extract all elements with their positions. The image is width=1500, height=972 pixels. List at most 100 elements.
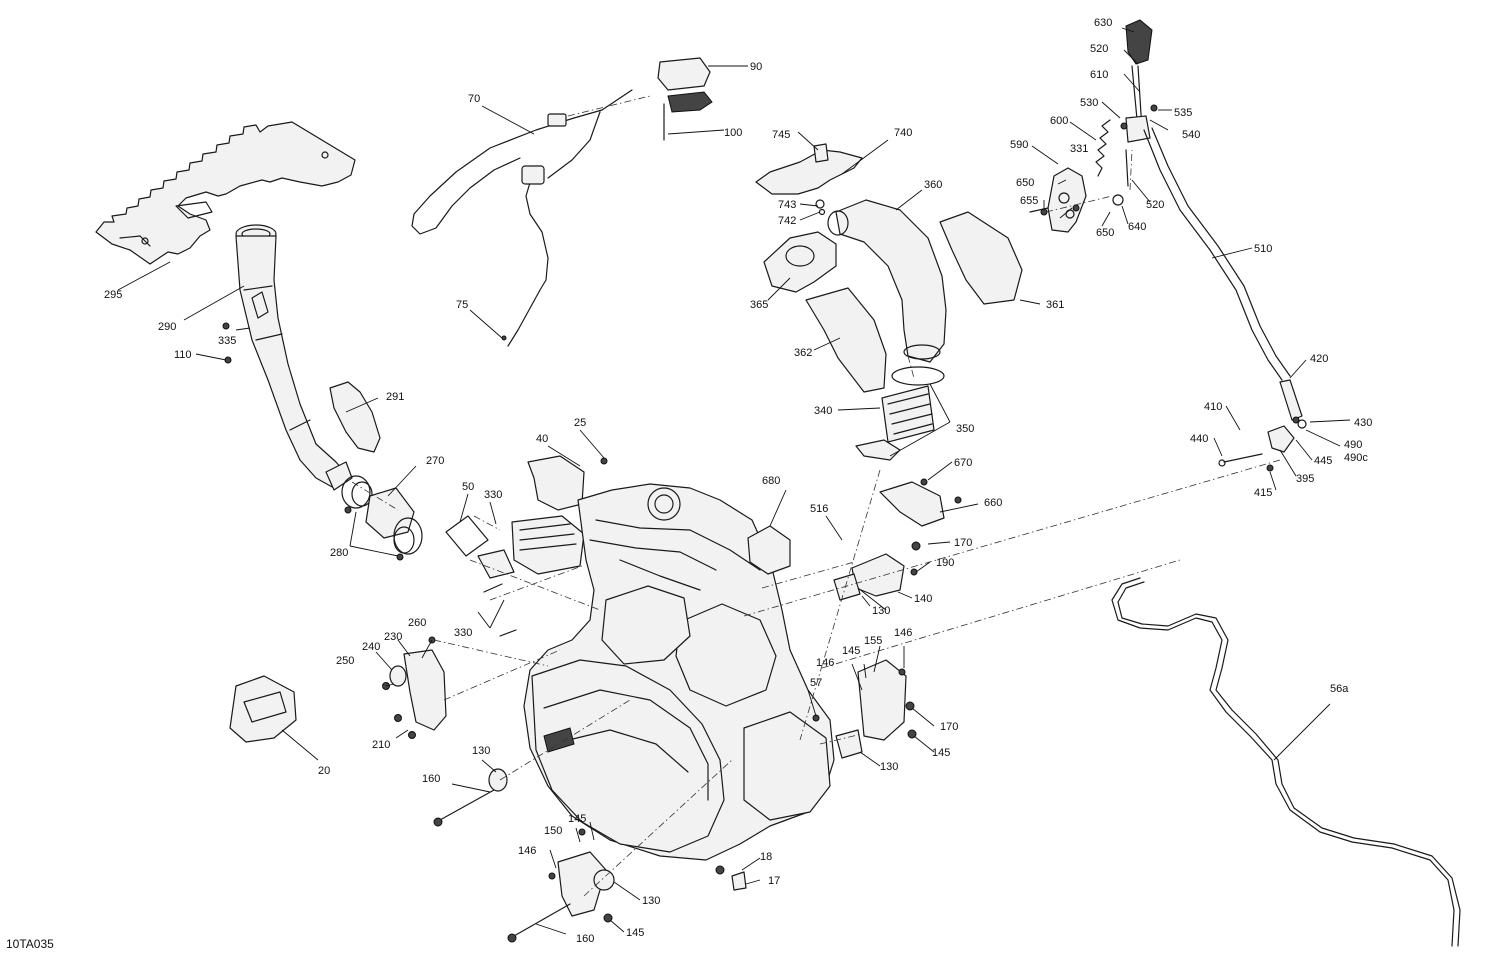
callout-145-b: 145 — [932, 747, 950, 759]
callout-240: 240 — [362, 641, 380, 653]
callout-650-b: 650 — [1096, 227, 1114, 239]
lower-linkage — [1218, 379, 1307, 472]
callout-70: 70 — [468, 93, 480, 105]
callout-490: 490 — [1344, 439, 1362, 451]
callout-130-b: 130 — [872, 605, 890, 617]
callout-170-b: 170 — [940, 721, 958, 733]
callout-340: 340 — [814, 405, 832, 417]
callout-520-b: 520 — [1146, 199, 1164, 211]
callout-210: 210 — [372, 739, 390, 751]
callout-145-d: 145 — [626, 927, 644, 939]
leader-lines — [117, 27, 1351, 935]
engine-mounts — [389, 553, 907, 917]
foam-insert — [329, 381, 381, 453]
callout-430: 430 — [1354, 417, 1372, 429]
callout-110: 110 — [174, 349, 192, 361]
callout-331: 331 — [1070, 143, 1088, 155]
throttle-switch — [657, 57, 713, 141]
callout-295: 295 — [104, 289, 122, 301]
callout-335: 335 — [218, 335, 236, 347]
callout-740: 740 — [894, 127, 912, 139]
callout-160-b: 160 — [576, 933, 594, 945]
callout-415: 415 — [1254, 487, 1272, 499]
callout-291: 291 — [386, 391, 404, 403]
callout-350: 350 — [956, 423, 974, 435]
callout-280: 280 — [330, 547, 348, 559]
callout-40: 40 — [536, 433, 548, 445]
callout-330-b: 330 — [454, 627, 472, 639]
callout-146-b: 146 — [816, 657, 834, 669]
callout-50: 50 — [462, 481, 474, 493]
callout-155: 155 — [864, 635, 882, 647]
callout-57: 57 — [810, 677, 822, 689]
heat-shield-plate — [95, 121, 356, 265]
callout-146-c: 146 — [518, 845, 536, 857]
callout-260: 260 — [408, 617, 426, 629]
callout-742: 742 — [778, 215, 796, 227]
figure-reference-code: 10TA035 — [6, 937, 54, 951]
shift-linkage — [1029, 167, 1124, 233]
callout-745: 745 — [772, 129, 790, 141]
shift-lever — [1125, 19, 1291, 381]
intake-boot — [341, 475, 423, 561]
callout-520-a: 520 — [1090, 43, 1108, 55]
callout-365: 365 — [750, 299, 768, 311]
wiring-harness — [411, 89, 633, 347]
intake-tube — [235, 224, 353, 491]
vent-hose — [1111, 577, 1455, 947]
callout-540: 540 — [1182, 129, 1200, 141]
return-spring — [1095, 119, 1111, 177]
callout-56a: 56a — [1330, 683, 1349, 695]
callout-640: 640 — [1128, 221, 1146, 233]
callout-25: 25 — [574, 417, 586, 429]
callout-290: 290 — [158, 321, 176, 333]
callout-146-a: 146 — [894, 627, 912, 639]
callout-630: 630 — [1094, 17, 1112, 29]
callout-360: 360 — [924, 179, 942, 191]
sensor-connector — [747, 481, 945, 575]
callout-75: 75 — [456, 299, 468, 311]
callout-140: 140 — [914, 593, 932, 605]
callout-600: 600 — [1050, 115, 1068, 127]
callout-170-a: 170 — [954, 537, 972, 549]
callout-650-a: 650 — [1016, 177, 1034, 189]
callout-330-a: 330 — [484, 489, 502, 501]
callout-230: 230 — [384, 631, 402, 643]
callout-530: 530 — [1080, 97, 1098, 109]
callout-270: 270 — [426, 455, 444, 467]
callout-190: 190 — [936, 557, 954, 569]
callout-18: 18 — [760, 851, 772, 863]
assembly-lines — [351, 95, 1281, 897]
callout-490c: 490c — [1344, 452, 1368, 464]
callout-100: 100 — [724, 127, 742, 139]
callout-655: 655 — [1020, 195, 1038, 207]
callout-395: 395 — [1296, 473, 1314, 485]
callout-361: 361 — [1046, 299, 1064, 311]
air-filter — [855, 366, 945, 461]
callout-660: 660 — [984, 497, 1002, 509]
callout-510: 510 — [1254, 243, 1272, 255]
callout-250: 250 — [336, 655, 354, 667]
callout-743: 743 — [778, 199, 796, 211]
callout-150: 150 — [544, 825, 562, 837]
callout-410: 410 — [1204, 401, 1222, 413]
connector-cover — [229, 675, 297, 743]
callout-labels: 17 18 20 25 40 50 56a 57 70 75 90 100 11… — [104, 17, 1372, 945]
callout-590: 590 — [1010, 139, 1028, 151]
callout-610: 610 — [1090, 69, 1108, 81]
callout-362: 362 — [794, 347, 812, 359]
callout-516: 516 — [810, 503, 828, 515]
callout-130-d: 130 — [642, 895, 660, 907]
callout-670: 670 — [954, 457, 972, 469]
callout-160-a: 160 — [422, 773, 440, 785]
callout-445: 445 — [1314, 455, 1332, 467]
electronic-control-unit — [445, 455, 585, 579]
air-intake-duct — [763, 199, 1023, 393]
callout-145-c: 145 — [568, 813, 586, 825]
callout-17: 17 — [768, 875, 780, 887]
engine-assembly — [523, 483, 835, 875]
callout-130-a: 130 — [472, 745, 490, 757]
callout-420: 420 — [1310, 353, 1328, 365]
callout-535: 535 — [1174, 107, 1192, 119]
